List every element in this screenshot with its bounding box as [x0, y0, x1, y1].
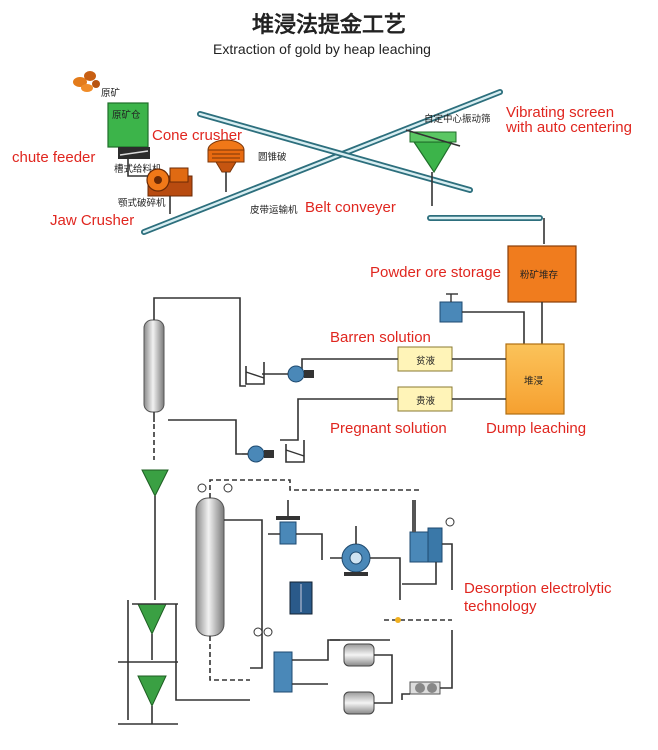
pressure-gauge-5	[445, 517, 455, 527]
cyclone-2	[137, 603, 167, 636]
vacuum-pump-lines	[401, 630, 453, 700]
cyclone-frame-lines	[118, 600, 178, 725]
vibrating-screen-label-1: Vibrating screen	[506, 104, 614, 121]
desorption-left-line	[175, 604, 250, 701]
column-top-line	[153, 297, 246, 387]
jaw-crusher-cn-label: 颚式破碎机	[118, 197, 166, 209]
reagent-tank	[439, 293, 463, 323]
raw-ore-label: 原矿	[101, 87, 121, 99]
title-english: Extraction of gold by heap leaching	[213, 41, 431, 57]
barren-cn-label: 贫液	[416, 355, 436, 367]
barren-pump	[287, 365, 314, 383]
tank-pair	[409, 500, 443, 563]
pregnant-valve-tank	[285, 440, 305, 463]
belt-conveyor-1	[141, 89, 503, 235]
jaw-crusher	[146, 167, 193, 197]
powder-ore-storage-label: Powder ore storage	[370, 264, 501, 281]
desorption-bottom-line	[209, 636, 250, 681]
heater-lines	[268, 500, 323, 560]
feeder-to-jaw-line	[127, 159, 148, 177]
cone-crusher-cn-label: 圆锥破	[258, 151, 287, 163]
cyclone-3	[137, 675, 167, 708]
barren-solution-tank	[397, 346, 453, 372]
flow-marker	[395, 617, 401, 623]
tank-pair-lines	[402, 543, 453, 590]
reagent-line	[462, 311, 525, 344]
vibrating-screen	[405, 129, 461, 174]
electrolytic-lines	[292, 639, 340, 685]
pressure-gauge-4	[263, 627, 273, 637]
barren-valve-tank	[245, 362, 265, 385]
barren-return-line	[301, 358, 398, 372]
vacuum-pump	[409, 681, 441, 695]
raw-ore-bin	[107, 102, 149, 148]
belt-conveyer-label: Belt conveyer	[305, 199, 396, 216]
powder-ore-storage	[507, 245, 577, 303]
vibrating-screen-cn-label: 自定中心振动筛	[424, 113, 491, 125]
raw-ore-bin-label: 原矿仓	[112, 109, 141, 121]
mixing-vessel	[341, 543, 371, 576]
desorption-column	[195, 497, 225, 637]
pregnant-solution-label: Pregnant solution	[330, 420, 447, 437]
storage-drum-1	[343, 643, 375, 667]
vessel-lines	[330, 526, 401, 600]
belt-conveyor-cn-label: 皮带运输机	[250, 204, 298, 216]
jaw-crusher-label: Jaw Crusher	[50, 212, 134, 229]
chute-feeder-label: chute feeder	[12, 149, 95, 166]
pregnant-pump	[247, 445, 274, 463]
desorption-label-2: technology	[464, 598, 537, 615]
pressure-gauge-3	[253, 627, 263, 637]
desorption-top-line	[209, 479, 420, 498]
desorption-label-1: Desorption electrolytic	[464, 580, 612, 597]
cone-crusher	[207, 139, 245, 173]
belt-conveyor-2	[197, 111, 473, 193]
column-return-line	[168, 419, 242, 455]
drum-lines	[330, 639, 393, 704]
pregnant-solution-tank	[397, 386, 453, 412]
powder-ore-storage-cn-label: 粉矿堆存	[520, 269, 559, 281]
desorption-right-line	[224, 519, 263, 669]
vibrating-screen-label-2: with auto centering	[505, 119, 632, 136]
dump-leaching-cn-label: 堆浸	[524, 376, 544, 387]
cone-crusher-label: Cone crusher	[152, 127, 242, 144]
electrolytic-cell	[273, 651, 293, 693]
heater-tank	[276, 516, 300, 545]
barren-solution-label: Barren solution	[330, 329, 431, 346]
pressure-gauge-2	[223, 483, 233, 493]
title-chinese: 堆浸法提金工艺	[252, 12, 406, 38]
raw-ore-icon	[73, 71, 100, 92]
adsorption-column	[143, 319, 165, 413]
pregnant-cn-label: 贵液	[416, 395, 436, 407]
storage-drum-2	[343, 691, 375, 715]
pressure-gauge-1	[197, 483, 207, 493]
dump-leaching-label: Dump leaching	[486, 420, 586, 437]
cyclone-1	[141, 469, 169, 498]
pregnant-out-line	[280, 398, 398, 441]
dump-leaching-heap	[505, 343, 565, 415]
